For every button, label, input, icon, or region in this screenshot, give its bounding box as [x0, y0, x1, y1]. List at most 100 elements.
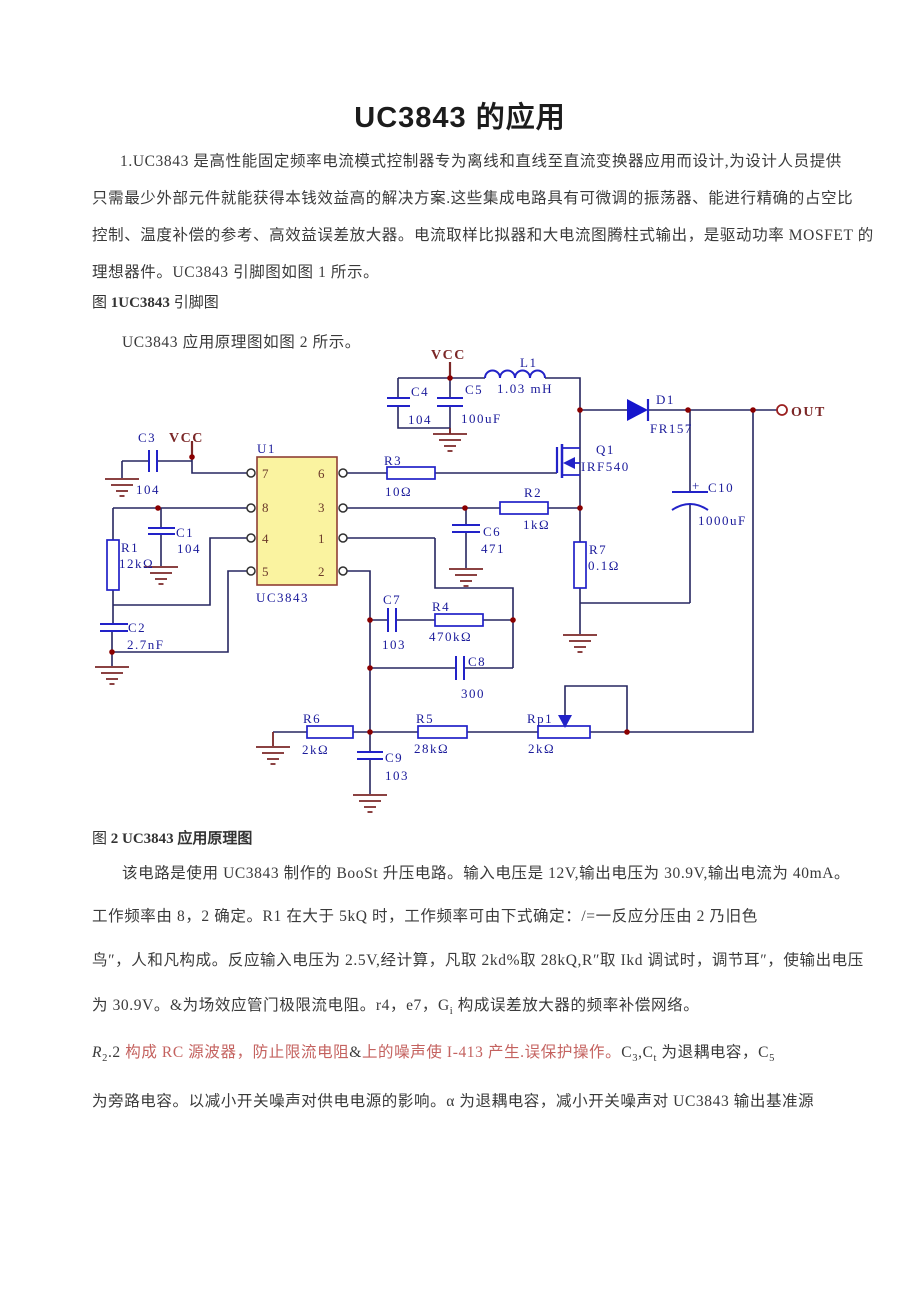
subscript: 5	[769, 1053, 775, 1065]
text-run: 为 30.9V。&为场效应管门极限流电阻。r4，e7，G	[92, 997, 450, 1014]
page-title: UC3843 的应用	[354, 102, 566, 134]
label-r7-val: 0.1Ω	[588, 558, 620, 573]
label-c10-ref: C10	[708, 480, 734, 495]
ground-symbols	[95, 428, 597, 813]
caption-text-bold: 1UC3843	[110, 295, 170, 311]
label-c7-val: 103	[382, 637, 406, 652]
label-r7-ref: R7	[589, 542, 607, 557]
resistor-r4	[434, 613, 484, 627]
label-l1-val: 1.03 mH	[497, 381, 553, 396]
inductor-l1	[484, 369, 546, 379]
text-run: 为退耦电容，C	[657, 1044, 770, 1061]
resistor-r1	[106, 539, 120, 591]
ic-u1: 7 8 4 5 6 3 1 2	[246, 456, 348, 586]
capacitor-c10	[671, 491, 709, 511]
caption-text-bold: 2 UC3843 应用原理图	[110, 831, 253, 847]
figure-caption-2: 图 2 UC3843 应用原理图	[92, 827, 252, 848]
capacitor-c1	[148, 527, 175, 535]
subscript: 3	[632, 1053, 639, 1065]
pin-number-4: 4	[262, 531, 269, 546]
label-r5-val: 28kΩ	[414, 741, 449, 756]
label-r6-val: 2kΩ	[302, 742, 329, 757]
resistor-r7	[573, 541, 587, 589]
paragraph-line: UC3843 应用原理图如图 2 所示。	[122, 334, 361, 351]
resistor-r2	[499, 501, 549, 515]
label-r1-ref: R1	[121, 540, 139, 555]
label-c7-ref: C7	[383, 592, 401, 607]
capacitor-c7	[387, 608, 397, 632]
pin-number-1: 1	[318, 531, 325, 546]
capacitor-c8	[455, 656, 465, 680]
label-d1-val: FR157	[650, 421, 693, 436]
caption-text: 图	[92, 831, 111, 847]
paragraph-line: 1.UC3843 是高性能固定频率电流模式控制器专为离线和直线至直流变换器应用而…	[120, 153, 842, 170]
label-c6-ref: C6	[483, 524, 501, 539]
label-c10-plus: +	[692, 478, 701, 493]
figure-caption-1: 图 1UC3843 引脚图	[92, 291, 219, 312]
diode-d1	[627, 399, 650, 421]
label-q1-val: IRF540	[581, 459, 630, 474]
paragraph-line: 理想器件。UC3843 引脚图如图 1 所示。	[92, 264, 380, 281]
capacitor-c3	[148, 450, 158, 472]
label-rp1-val: 2kΩ	[528, 741, 555, 756]
label-r6-ref: R6	[303, 711, 321, 726]
capacitor-c9	[357, 751, 383, 760]
mosfet-q1	[555, 444, 580, 478]
out-label: OUT	[791, 405, 826, 420]
label-c9-ref: C9	[385, 750, 403, 765]
paragraph-line: 为 30.9V。&为场效应管门极限流电阻。r4，e7，Gi 构成误差放大器的频率…	[92, 993, 699, 1018]
label-c9-val: 103	[385, 768, 409, 783]
resistor-r6	[306, 725, 354, 739]
label-c2-ref: C2	[128, 620, 146, 635]
capacitor-c2	[100, 623, 128, 632]
caption-text: 图	[92, 295, 111, 311]
vcc-rails	[190, 362, 452, 458]
subscript: t	[653, 1053, 658, 1065]
label-r4-val: 470kΩ	[429, 629, 472, 644]
label-c8-ref: C8	[468, 654, 486, 669]
label-c2-val: 2.7nF	[127, 637, 164, 652]
resistor-r5	[417, 725, 468, 739]
label-u1-ref: U1	[257, 441, 276, 456]
label-c6-val: 471	[481, 541, 505, 556]
paragraph-line: 该电路是使用 UC3843 制作的 BooSt 升压电路。输入电压是 12V,输…	[122, 865, 851, 882]
paragraph-line: 只需最少外部元件就能获得本钱效益高的解决方案.这些集成电路具有可微调的振荡器、能…	[92, 190, 854, 207]
subscript: i	[449, 1006, 454, 1018]
label-c3-val: 104	[136, 482, 160, 497]
text-run: .2	[107, 1044, 126, 1061]
circuit-diagram: 7 8 4 5 6 3 1 2	[95, 348, 826, 813]
label-r3-ref: R3	[384, 453, 402, 468]
label-r3-val: 10Ω	[385, 484, 412, 499]
text-run: R	[92, 1044, 103, 1061]
label-c4-ref: C4	[411, 384, 429, 399]
label-r5-ref: R5	[416, 711, 434, 726]
capacitor-c6	[452, 524, 480, 533]
label-u1-val: UC3843	[256, 590, 309, 605]
paragraph-line: 控制、温度补偿的参考、高效益误差放大器。电流取样比拟器和大电流图腾柱式输出，是驱…	[92, 227, 874, 244]
label-r2-val: 1kΩ	[523, 517, 550, 532]
junction-dots	[109, 375, 756, 735]
vcc-left-label: VCC	[169, 431, 204, 446]
label-c5-val: 100uF	[461, 411, 502, 426]
paragraph-line: 工作频率由 8，2 确定。R1 在大于 5kQ 时，工作频率可由下式确定：/=一…	[92, 908, 758, 925]
potentiometer-rp1	[537, 715, 591, 739]
vcc-top-label: VCC	[431, 348, 466, 363]
label-r2-ref: R2	[524, 485, 542, 500]
pin-number-6: 6	[318, 466, 325, 481]
label-c5-ref: C5	[465, 382, 483, 397]
paragraph-line: R2.2 构成 RC 源波器，防止限流电阻&上的噪声使 I-413 产生.误保护…	[92, 1040, 775, 1065]
resistor-r3	[386, 466, 436, 480]
label-l1-ref: L1	[520, 355, 537, 370]
capacitor-c5	[437, 397, 463, 407]
label-q1-ref: Q1	[596, 442, 615, 457]
label-c4-val: 104	[408, 412, 432, 427]
label-c1-ref: C1	[176, 525, 194, 540]
text-run-red: 构成 RC 源波器，防止限流电阻	[125, 1044, 350, 1061]
label-c8-val: 300	[461, 686, 485, 701]
label-d1-ref: D1	[656, 392, 675, 407]
subscript: 2	[102, 1053, 108, 1065]
text-run: &	[349, 1044, 362, 1061]
pin-number-7: 7	[262, 466, 269, 481]
label-r4-ref: R4	[432, 599, 450, 614]
label-c10-val: 1000uF	[698, 513, 747, 528]
